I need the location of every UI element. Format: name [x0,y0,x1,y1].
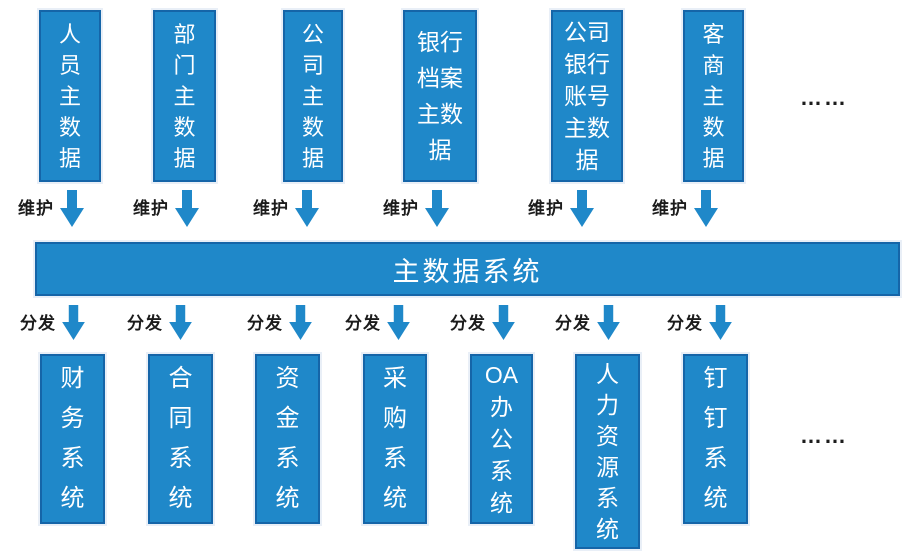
maintain-label: 维护 [253,199,289,218]
maintain-arrow-group: 维护 [383,190,449,227]
maintain-arrow-group: 维护 [253,190,319,227]
distribute-arrow-icon [597,305,620,340]
maintain-arrow-group: 维护 [528,190,594,227]
distribute-label: 分发 [667,314,703,333]
source-box-company-master-data: 公 司 主 数 据 [283,10,343,182]
distribute-arrow-icon [709,305,732,340]
distribute-arrow-icon [289,305,312,340]
distribute-arrow-icon [169,305,192,340]
source-box-company-bank-account-master-data: 公司 银行 账号 主数 据 [551,10,623,182]
distribute-arrow-group: 分发 [450,305,515,340]
maintain-arrow-group: 维护 [18,190,84,227]
system-box-oa-office: OA 办 公 系 统 [470,354,533,524]
distribute-arrow-icon [492,305,515,340]
maintain-label: 维护 [133,199,169,218]
distribute-arrow-group: 分发 [127,305,192,340]
distribute-label: 分发 [450,314,486,333]
distribute-label: 分发 [345,314,381,333]
maintain-arrow-icon [60,190,84,227]
source-box-personnel-master-data: 人 员 主 数 据 [39,10,101,182]
distribute-arrow-group: 分发 [345,305,410,340]
system-box-dingtalk: 钉 钉 系 统 [683,354,748,524]
system-box-procurement: 采 购 系 统 [363,354,427,524]
maintain-arrow-group: 维护 [133,190,199,227]
top-ellipsis: …… [800,85,848,110]
distribute-label: 分发 [555,314,591,333]
maintain-label: 维护 [18,199,54,218]
master-data-system-bar: 主数据系统 [35,242,900,296]
distribute-arrow-group: 分发 [667,305,732,340]
source-box-customer-vendor-master-data: 客 商 主 数 据 [683,10,744,182]
source-box-bank-file-master-data: 银行 档案 主数 据 [403,10,477,182]
maintain-label: 维护 [383,199,419,218]
system-box-funds: 资 金 系 统 [255,354,320,524]
system-box-human-resources: 人 力 资 源 系 统 [575,354,640,549]
maintain-arrow-group: 维护 [652,190,718,227]
maintain-arrow-icon [425,190,449,227]
source-box-department-master-data: 部 门 主 数 据 [153,10,216,182]
distribute-arrow-icon [387,305,410,340]
maintain-arrow-icon [570,190,594,227]
maintain-arrow-icon [295,190,319,227]
distribute-label: 分发 [20,314,56,333]
distribute-arrow-group: 分发 [555,305,620,340]
maintain-arrow-icon [175,190,199,227]
maintain-label: 维护 [652,199,688,218]
distribute-label: 分发 [247,314,283,333]
maintain-arrow-icon [694,190,718,227]
system-box-contract: 合 同 系 统 [148,354,213,524]
maintain-label: 维护 [528,199,564,218]
bottom-ellipsis: …… [800,423,848,448]
system-box-finance: 财 务 系 统 [40,354,105,524]
distribute-arrow-group: 分发 [247,305,312,340]
distribute-arrow-group: 分发 [20,305,85,340]
distribute-arrow-icon [62,305,85,340]
distribute-label: 分发 [127,314,163,333]
